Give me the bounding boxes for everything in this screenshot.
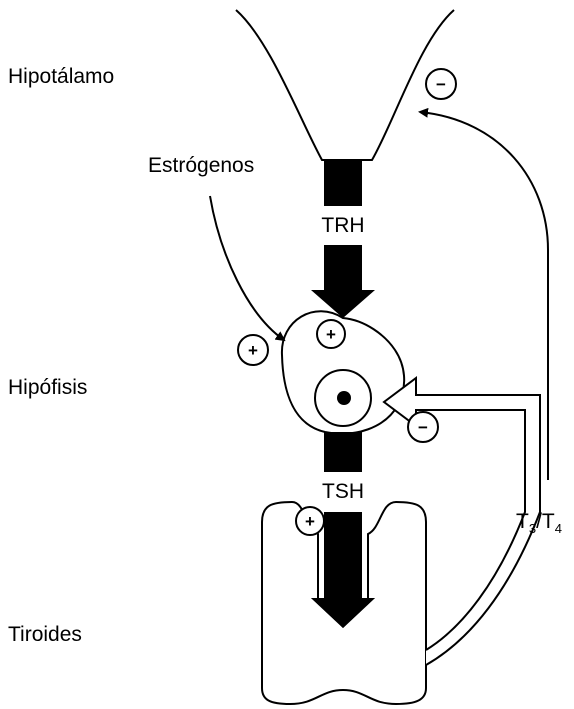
sign-positive-estrogens: +	[238, 335, 268, 365]
label-thyroid: Tiroides	[8, 623, 82, 646]
t3-letter: T	[516, 510, 529, 533]
label-pituitary: Hipófisis	[8, 376, 87, 399]
label-t3t4: T3/T4	[516, 510, 562, 536]
sign-negative-hypothalamus: −	[426, 69, 456, 99]
trh-stalk-bar	[324, 160, 362, 206]
label-trh: TRH	[321, 214, 364, 237]
sign-text: −	[436, 75, 446, 94]
t4-letter: T	[542, 510, 555, 533]
estrogens-arrow	[210, 196, 284, 340]
label-hypothalamus: Hipotálamo	[8, 65, 114, 88]
sign-text: +	[326, 325, 336, 344]
sign-text: +	[305, 512, 315, 531]
label-tsh: TSH	[322, 480, 364, 503]
hypothalamus-outline	[236, 10, 454, 160]
sign-negative-pituitary: −	[408, 412, 438, 442]
sign-text: −	[418, 418, 428, 437]
sign-positive-trh: +	[317, 320, 345, 348]
sign-text: +	[248, 341, 258, 360]
trh-arrow	[311, 245, 375, 318]
t3-subscript: 3	[529, 521, 536, 536]
tsh-stalk-bar	[324, 432, 362, 472]
label-estrogens: Estrógenos	[148, 154, 254, 177]
sign-positive-tsh: +	[296, 507, 324, 535]
pituitary-nucleolus	[337, 391, 351, 405]
t4-subscript: 4	[555, 521, 562, 536]
